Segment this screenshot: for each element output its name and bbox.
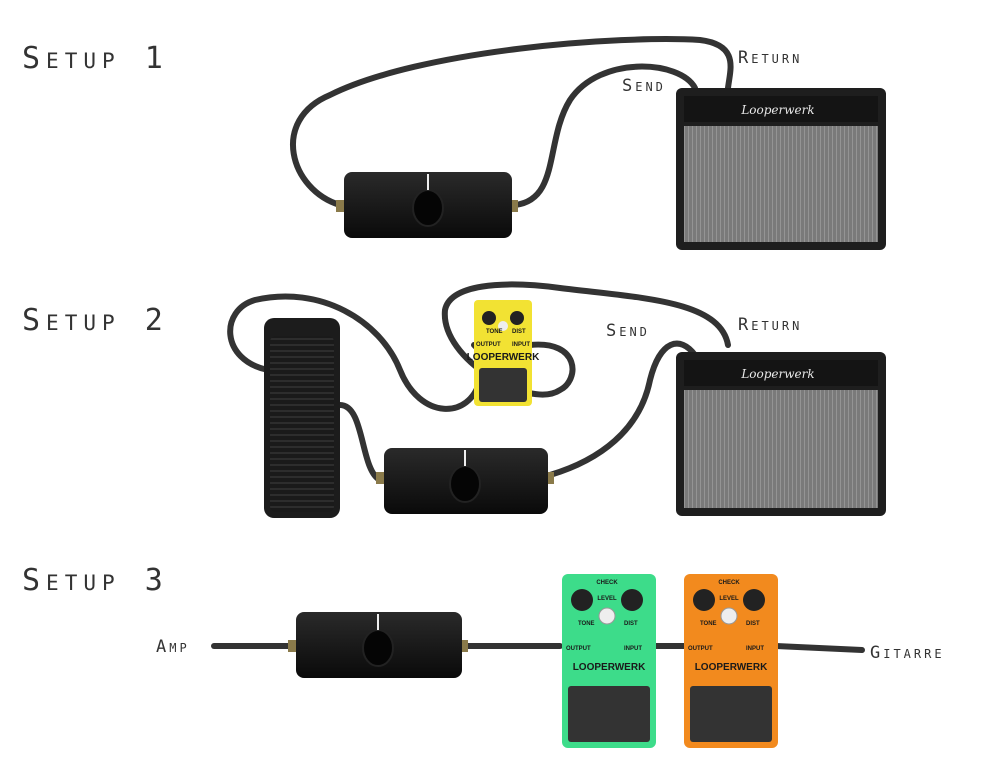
yellow-distortion-pedal: TONE DIST OUTPUT INPUT LOOPERWERK bbox=[467, 300, 540, 406]
yellow-output-label: OUTPUT bbox=[476, 342, 501, 348]
setup-1-title: Setup 1 bbox=[22, 41, 169, 76]
setup-3-title: Setup 3 bbox=[22, 563, 169, 598]
orange-tone-label: TONE bbox=[700, 621, 717, 627]
yellow-input-label: INPUT bbox=[512, 342, 530, 348]
looper-pedal-2 bbox=[376, 448, 554, 514]
orange-distortion-pedal: CHECK LEVEL TONE DIST OUTPUT INPUT LOOPE… bbox=[684, 574, 778, 748]
orange-level-label: LEVEL bbox=[719, 596, 739, 602]
amp-2-brand: Looperwerk bbox=[740, 367, 814, 381]
green-tone-label: TONE bbox=[578, 621, 595, 627]
setup2-yellow-to-return-cable bbox=[441, 281, 731, 398]
green-distortion-pedal: CHECK LEVEL TONE DIST OUTPUT INPUT LOOPE… bbox=[562, 574, 656, 748]
yellow-dist-label: DIST bbox=[512, 329, 526, 335]
setup1-return-label: Return bbox=[738, 48, 802, 68]
green-level-label: LEVEL bbox=[597, 596, 617, 602]
setup-2-title: Setup 2 bbox=[22, 303, 169, 338]
looper-pedal-3 bbox=[288, 612, 468, 678]
green-brand: LOOPERWERK bbox=[573, 662, 646, 673]
setup3-amp-label: Amp bbox=[156, 637, 190, 657]
yellow-tone-label: TONE bbox=[486, 329, 503, 335]
green-output-label: OUTPUT bbox=[566, 646, 591, 652]
setup1-return-cable bbox=[290, 36, 734, 208]
setup2-wah-to-looper-cable bbox=[337, 402, 383, 483]
wah-pedal bbox=[264, 318, 340, 518]
amp-2: Looperwerk bbox=[676, 352, 886, 516]
setup1-send-cable bbox=[512, 63, 698, 208]
amp-1-brand: Looperwerk bbox=[740, 103, 814, 117]
green-dist-label: DIST bbox=[624, 621, 638, 627]
yellow-brand: LOOPERWERK bbox=[467, 352, 540, 363]
setup-1: Setup 1 Looperwerk Send Return bbox=[22, 36, 886, 250]
amp-1: Looperwerk bbox=[676, 88, 886, 250]
setup2-return-label: Return bbox=[738, 315, 802, 335]
orange-brand: LOOPERWERK bbox=[695, 662, 768, 673]
green-input-label: INPUT bbox=[624, 646, 642, 652]
looper-pedal-1 bbox=[336, 172, 518, 238]
setup-2: Setup 2 TONE DIST OUTPUT INPUT bbox=[22, 281, 886, 518]
setup-3: Setup 3 CHECK LEVEL TONE DIST OUTPUT INP… bbox=[22, 563, 945, 748]
orange-dist-label: DIST bbox=[746, 621, 760, 627]
setup3-guitar-cable bbox=[773, 643, 865, 653]
setup2-send-cable bbox=[547, 340, 698, 478]
setup1-send-label: Send bbox=[622, 76, 666, 96]
setup3-guitar-label: Gitarre bbox=[870, 643, 945, 663]
green-check-label: CHECK bbox=[596, 580, 618, 586]
orange-check-label: CHECK bbox=[718, 580, 740, 586]
orange-output-label: OUTPUT bbox=[688, 646, 713, 652]
setup2-send-label: Send bbox=[606, 321, 650, 341]
orange-input-label: INPUT bbox=[746, 646, 764, 652]
